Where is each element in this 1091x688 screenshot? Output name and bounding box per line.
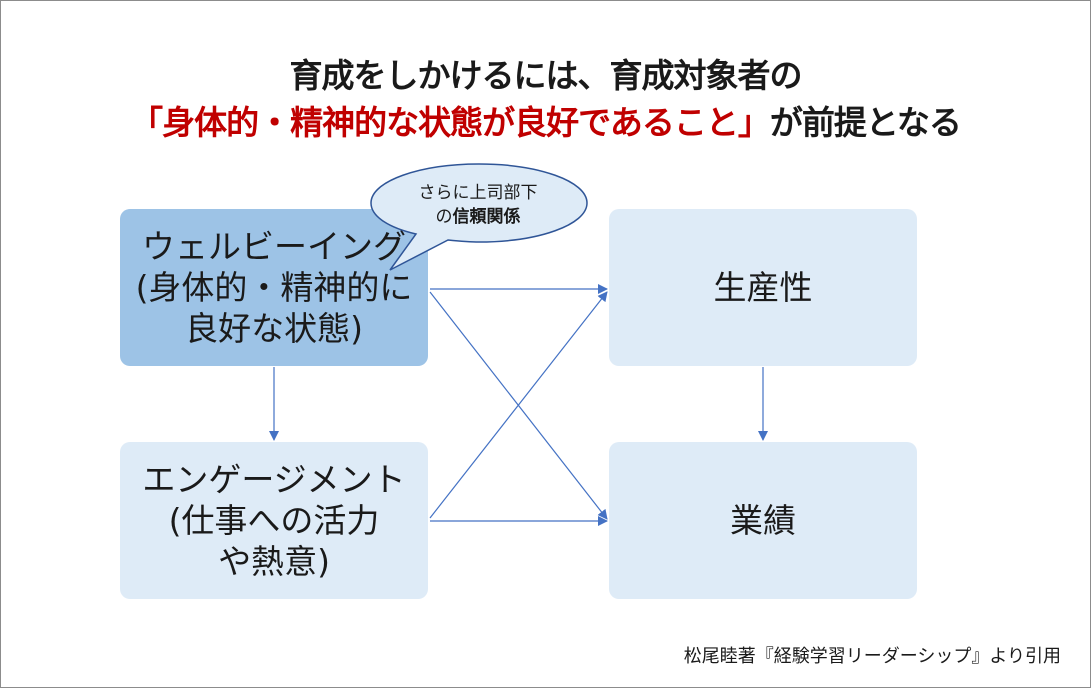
arrow-engagement-to-productivity [429, 291, 608, 519]
bubble-text: さらに上司部下 の信頼関係 [378, 181, 578, 229]
engagement-line-1: エンゲージメント [142, 460, 406, 499]
wellbeing-box: ウェルビーイング (身体的・精神的に 良好な状態) [120, 209, 428, 366]
title-line-1: 育成をしかけるには、育成対象者の [289, 56, 803, 95]
wellbeing-line-3: 良好な状態) [185, 309, 363, 348]
title-rest: が前提となる [769, 103, 962, 142]
performance-box: 業績 [609, 442, 917, 599]
title-line-2: 「身体的・精神的な状態が良好であること」が前提となる [0, 101, 1091, 145]
engagement-box: エンゲージメント (仕事への活力 や熱意) [120, 442, 428, 599]
bubble-line-2: の信頼関係 [378, 205, 578, 229]
wellbeing-line-2: (身体的・精神的に [135, 268, 413, 307]
bubble-line-1: さらに上司部下 [418, 183, 538, 203]
title-emphasis: 「身体的・精神的な状態が良好であること」 [130, 103, 771, 142]
source-citation: 松尾睦著『経験学習リーダーシップ』より引用 [683, 646, 1061, 667]
wellbeing-line-1: ウェルビーイング [142, 227, 406, 266]
performance-label: 業績 [730, 501, 796, 540]
speech-bubble [370, 163, 588, 271]
productivity-label: 生産性 [713, 268, 813, 307]
engagement-line-3: や熱意) [218, 542, 330, 581]
bubble-line-2-prefix: の [435, 207, 453, 227]
engagement-line-2: (仕事への活力 [168, 501, 380, 540]
bubble-line-2-bold: 信頼関係 [452, 207, 521, 227]
productivity-box: 生産性 [609, 209, 917, 366]
